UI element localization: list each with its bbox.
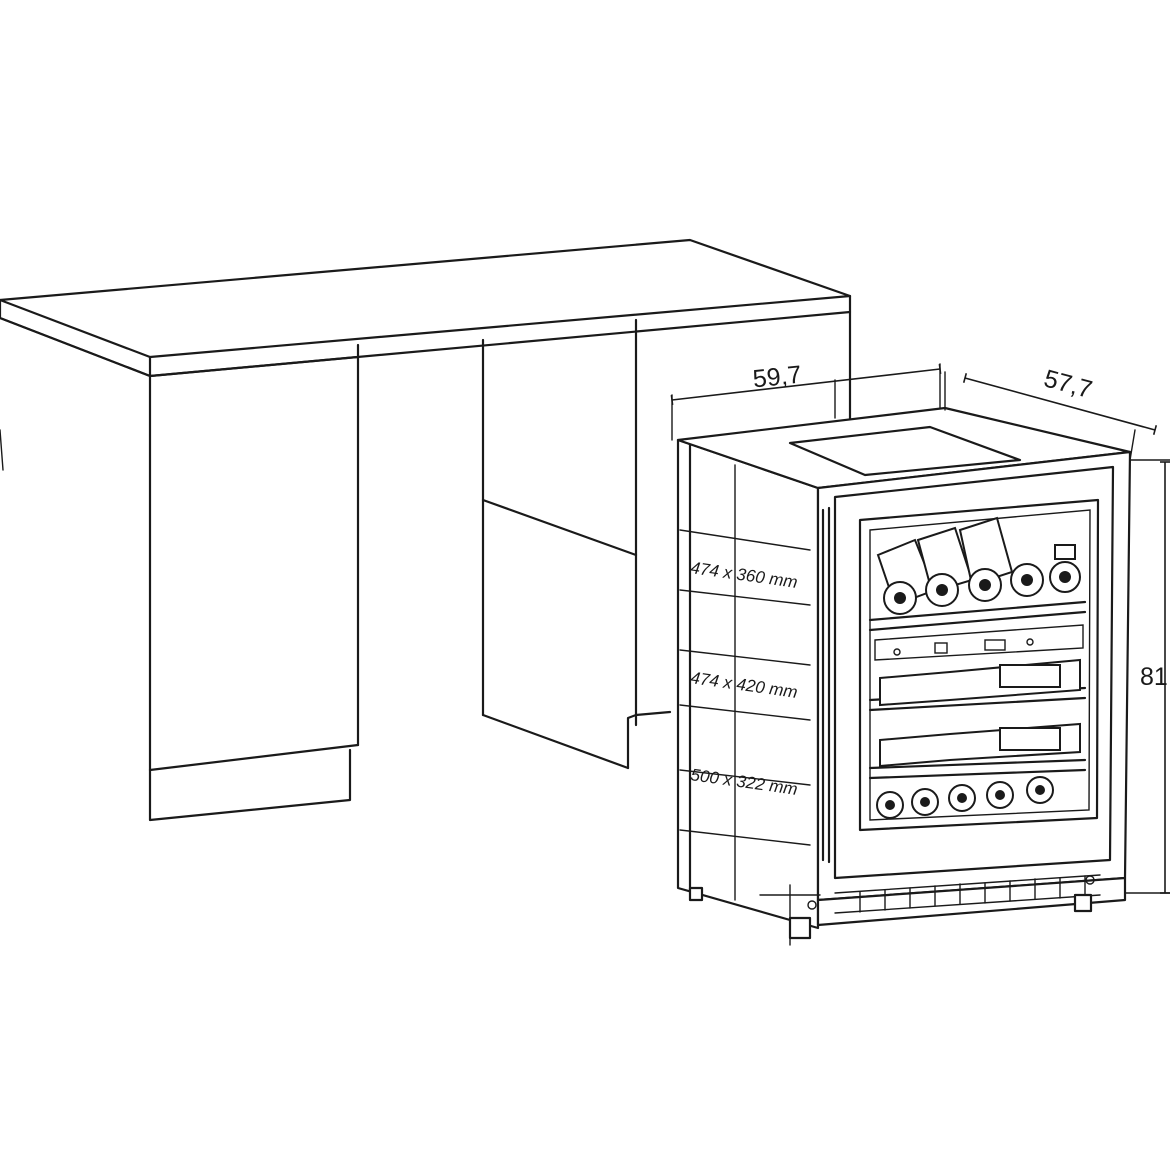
height-dimension-label: 81, (1140, 663, 1170, 691)
kitchen-cabinets (0, 238, 852, 822)
bottles-bottom-row (876, 776, 1054, 819)
ventilation-grille (834, 874, 1101, 914)
bottles-top-row (876, 516, 1081, 615)
bottles-middle-row (879, 658, 1081, 768)
depth-dimension-label: 57,7 (1041, 364, 1095, 404)
dimension-lines (670, 363, 1170, 946)
width-dimension-label: 59,7 (751, 361, 802, 394)
wine-cooler (676, 371, 1132, 940)
